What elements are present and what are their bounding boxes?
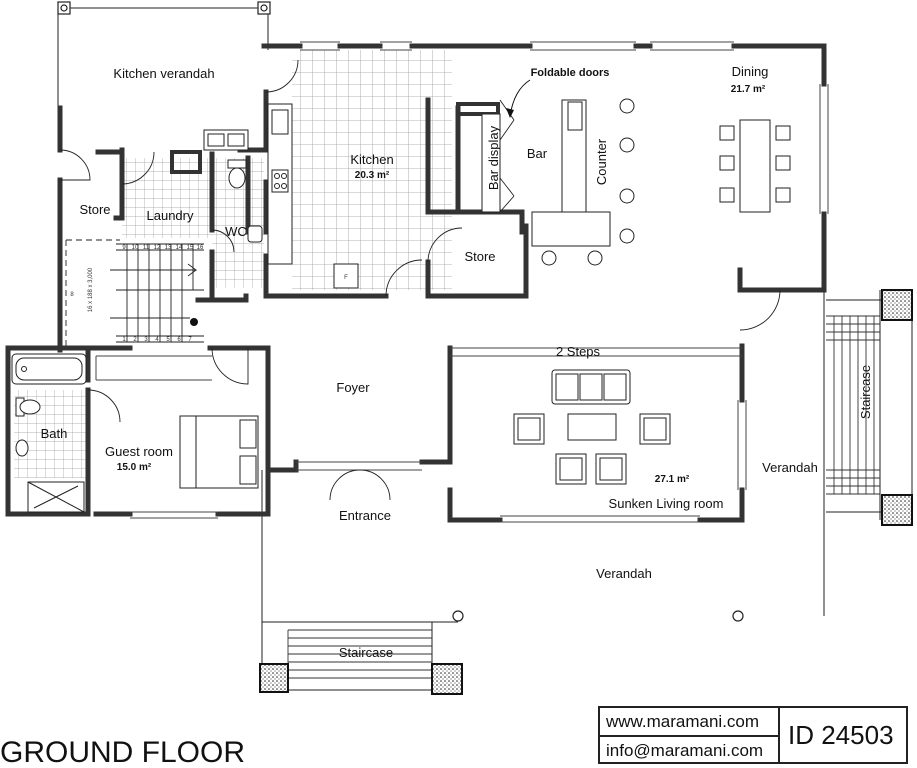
- plan-id: ID 24503: [788, 720, 894, 750]
- label-guest-area: 15.0 m²: [117, 462, 152, 473]
- label-sunken-living: Sunken Living room: [609, 496, 724, 511]
- step-number: 4: [155, 337, 159, 343]
- stair-start-dot: [190, 318, 198, 326]
- label-wc: WC: [225, 224, 247, 239]
- laundry-sink: [203, 129, 249, 151]
- step-number: 10: [132, 245, 139, 251]
- step-number: 3: [144, 337, 148, 343]
- posts: [57, 1, 744, 622]
- step-number: 11: [143, 245, 150, 251]
- label-kitchen-area: 20.3 m²: [355, 170, 390, 181]
- thin-outlines: [57, 7, 913, 691]
- label-fridge: F: [344, 275, 348, 281]
- stair-step-numbers-lower: 1 2 3 4 5 6 7: [122, 337, 192, 343]
- interior-staircase: [65, 239, 204, 350]
- staircase-right-treads: [826, 315, 880, 495]
- kitchen-counter: [267, 103, 359, 289]
- website-link[interactable]: www.maramani.com: [606, 712, 760, 731]
- label-bath: Bath: [41, 426, 68, 441]
- step-number: 9: [122, 245, 126, 251]
- bathtub: [11, 353, 87, 513]
- label-bar: Bar: [527, 146, 548, 161]
- window-lines: [95, 41, 829, 523]
- bar-counter: [481, 98, 635, 266]
- step-number: 2: [133, 337, 137, 343]
- label-staircase-bottom: Staircase: [339, 645, 393, 660]
- label-living-area: 27.1 m²: [655, 474, 690, 485]
- label-staircase-right: Staircase: [858, 365, 873, 419]
- contact-info-box: www.maramani.com info@maramani.com ID 24…: [598, 706, 908, 764]
- label-two-steps: 2 Steps: [556, 344, 601, 359]
- kitchen-floor-tiles: [292, 50, 452, 290]
- step-number: 12: [154, 245, 161, 251]
- step-number: 5: [166, 337, 170, 343]
- living-furniture: [513, 369, 671, 485]
- guest-bed: [179, 415, 259, 489]
- step-number: 16: [197, 245, 204, 251]
- label-stair-num: 8: [70, 292, 74, 298]
- staircase-bottom-treads: [287, 629, 432, 690]
- pillars: [259, 289, 913, 695]
- step-number: 6: [177, 337, 181, 343]
- label-foldable-doors: Foldable doors: [531, 67, 610, 79]
- stair-step-numbers-upper: 9 10 11 12 13 14 15 16: [122, 245, 204, 251]
- label-guest-room: Guest room: [105, 444, 173, 459]
- label-dining-area: 21.7 m²: [731, 84, 766, 95]
- info-divider-horizontal: [600, 735, 778, 737]
- label-counter: Counter: [594, 138, 609, 185]
- label-dining: Dining: [732, 64, 769, 79]
- info-divider-vertical: [778, 708, 780, 762]
- label-kitchen-verandah: Kitchen verandah: [113, 66, 214, 81]
- label-bar-display: Bar display: [486, 125, 501, 190]
- label-verandah-right: Verandah: [762, 460, 818, 475]
- walls: [5, 43, 827, 523]
- step-number: 1: [122, 337, 126, 343]
- label-entrance: Entrance: [339, 508, 391, 523]
- dining-table: [719, 119, 791, 213]
- label-store-left: Store: [79, 202, 110, 217]
- label-stair-note: 16 x 188 x 3,000: [88, 267, 94, 312]
- toilets: [15, 159, 263, 457]
- label-store-mid: Store: [464, 249, 495, 264]
- step-number: 14: [176, 245, 183, 251]
- step-number: 7: [188, 337, 192, 343]
- label-foyer: Foyer: [336, 380, 370, 395]
- label-verandah-bottom: Verandah: [596, 566, 652, 581]
- label-laundry: Laundry: [147, 208, 194, 223]
- page-title: GROUND FLOOR: [0, 736, 245, 768]
- email-link[interactable]: info@maramani.com: [606, 741, 764, 760]
- step-number: 15: [187, 245, 194, 251]
- step-number: 13: [165, 245, 172, 251]
- label-kitchen: Kitchen: [350, 152, 393, 167]
